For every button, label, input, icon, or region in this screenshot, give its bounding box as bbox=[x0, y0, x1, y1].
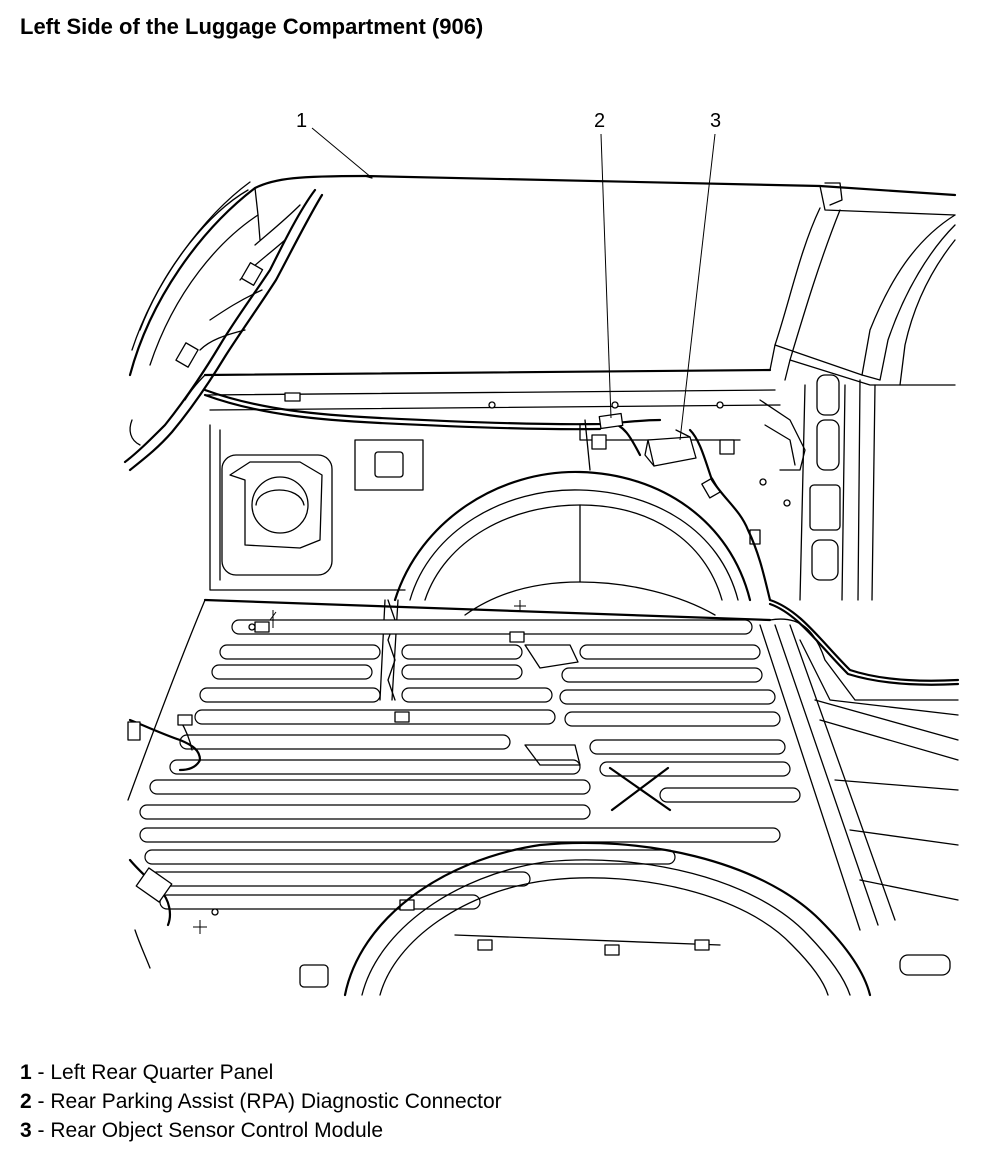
quarter-panel-outline bbox=[128, 174, 957, 601]
legend-item-2: 2 - Rear Parking Assist (RPA) Diagnostic… bbox=[20, 1087, 502, 1116]
legend-separator: - bbox=[31, 1090, 51, 1113]
callout-2: 2 bbox=[594, 110, 612, 419]
callout-1: 1 bbox=[296, 110, 373, 179]
legend-item-3: 3 - Rear Object Sensor Control Module bbox=[20, 1116, 502, 1145]
floor-ribs bbox=[139, 619, 801, 910]
legend-text: Rear Object Sensor Control Module bbox=[50, 1119, 384, 1142]
legend-separator: - bbox=[31, 1119, 51, 1142]
rear-wheel-well bbox=[343, 841, 872, 997]
page-title: Left Side of the Luggage Compartment (90… bbox=[20, 14, 484, 39]
floor-wiring bbox=[127, 714, 202, 969]
legend-number: 2 bbox=[20, 1090, 32, 1113]
legend-text: Rear Parking Assist (RPA) Diagnostic Con… bbox=[50, 1090, 502, 1113]
legend-text: Left Rear Quarter Panel bbox=[50, 1061, 274, 1084]
rpa-diagnostic-connector bbox=[598, 412, 624, 430]
legend-separator: - bbox=[31, 1061, 51, 1084]
callout-label-3: 3 bbox=[710, 110, 721, 132]
legend-number: 1 bbox=[20, 1061, 32, 1084]
floor-panel bbox=[127, 598, 959, 988]
wiring-harness-left bbox=[123, 188, 324, 472]
callout-label-2: 2 bbox=[594, 110, 605, 132]
legend-item-1: 1 - Left Rear Quarter Panel bbox=[20, 1058, 502, 1087]
object-sensor-control-module bbox=[644, 429, 697, 467]
callout-3: 3 bbox=[679, 110, 721, 441]
callout-label-1: 1 bbox=[296, 110, 307, 132]
legend-number: 3 bbox=[20, 1119, 32, 1142]
legend: 1 - Left Rear Quarter Panel 2 - Rear Par… bbox=[20, 1058, 502, 1145]
side-wall bbox=[203, 368, 806, 616]
